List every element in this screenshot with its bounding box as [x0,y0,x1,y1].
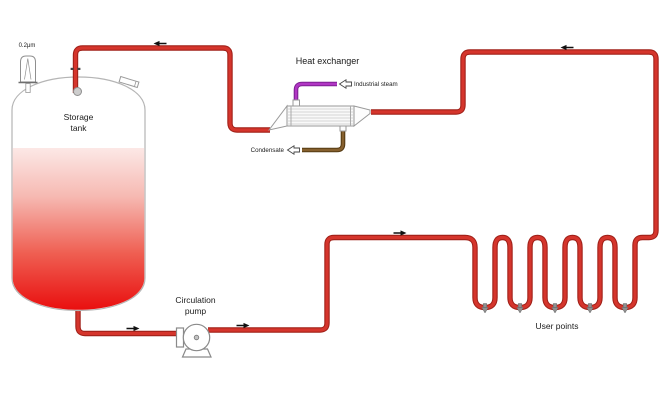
circulation-pump-label: Circulation pump [175,295,216,316]
condensate-open-arrow-icon [286,144,300,156]
flow-arrow-right-icon [126,325,140,332]
vent-filter [18,55,38,93]
tap-icon [481,303,489,314]
hx-top-nozzle [292,99,300,107]
steam-open-arrow-icon [338,78,352,90]
industrial-steam-pipe [296,84,337,101]
condensate-pipe [302,128,343,150]
hx-right-head [353,105,371,128]
spray-ball [73,87,82,96]
tap-icon [516,303,524,314]
tap-icon [586,303,594,314]
condensate-label: Condensate [250,146,284,154]
heat-exchanger-label: Heat exchanger [295,56,360,66]
user-points-label: User points [535,320,579,331]
hx-tubes [288,106,353,126]
user-point-taps [481,303,629,314]
tap-icon [621,303,629,314]
filter-element [24,58,32,80]
flow-arrow-right-icon [236,322,250,329]
tank-return-flange [70,67,81,70]
flow-arrow-right-icon [393,230,407,236]
hx-left-head [267,104,288,131]
storage-tank-label: Storage tank [63,112,94,133]
flow-arrow-left-icon [153,40,167,47]
heat-exchanger [267,99,371,132]
tank-shoulder-nozzle [118,75,140,89]
industrial-steam-label: Industrial steam [354,80,398,88]
tank-liquid [12,148,145,310]
tap-icon [551,303,559,314]
flow-arrows [126,40,574,332]
vent-filter-label: 0.2μm [18,43,36,49]
circulation-pump [175,323,212,358]
distribution-loop-pipe [208,52,656,330]
storage-tank [11,76,146,312]
hx-bottom-nozzle [339,125,347,132]
flow-arrow-left-icon [560,44,574,51]
